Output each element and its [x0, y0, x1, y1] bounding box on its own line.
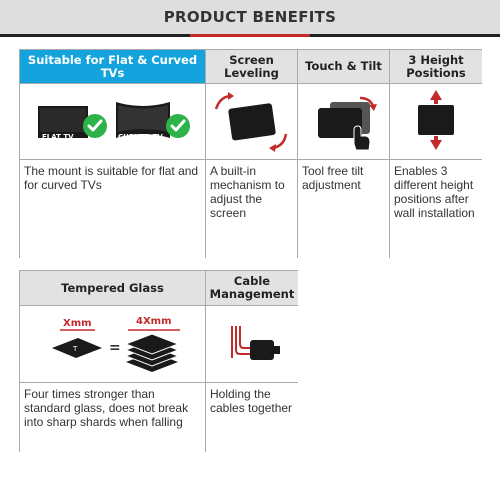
desc-cable-management: Holding the cables together: [206, 383, 298, 452]
svg-text:4Xmm: 4Xmm: [136, 316, 172, 327]
check-icon: [83, 114, 107, 138]
touch-tilt-icon-cell: [298, 84, 389, 159]
svg-text:T: T: [72, 345, 78, 353]
banner-accent-bar: [190, 34, 310, 37]
tempered-glass-icon: Xmm T = 4Xmm: [52, 316, 180, 372]
svg-text:CURVED TV: CURVED TV: [118, 133, 163, 141]
flat-curved-icon-cell: FLAT TV CURVED TV: [20, 84, 205, 159]
desc-tempered-glass: Four times stronger than standard glass,…: [20, 383, 205, 452]
touch-tilt-icon: [318, 96, 377, 151]
screen-leveling-icon-cell: [206, 84, 297, 159]
benefits-table-top: Suitable for Flat & Curved TVs Screen Le…: [19, 49, 482, 258]
header-tempered-glass: Tempered Glass: [20, 271, 205, 305]
page-title: PRODUCT BENEFITS: [163, 8, 337, 26]
desc-height-positions: Enables 3 different height positions aft…: [390, 160, 482, 258]
cable-management-icon-cell: [206, 306, 298, 382]
header-height-positions: 3 Height Positions: [390, 50, 482, 83]
desc-flat-curved: The mount is suitable for flat and for c…: [20, 160, 205, 258]
screen-leveling-icon: [214, 92, 288, 152]
benefits-banner: [0, 0, 500, 34]
curved-tv-icon: CURVED TV: [116, 102, 170, 141]
height-positions-icon: [418, 90, 454, 150]
header-flat-curved: Suitable for Flat & Curved TVs: [20, 50, 205, 83]
svg-text:Xmm: Xmm: [63, 318, 92, 329]
svg-text:=: =: [109, 340, 121, 356]
header-cable-management: Cable Management: [206, 271, 298, 305]
header-touch-tilt: Touch & Tilt: [298, 50, 389, 83]
svg-text:FLAT TV: FLAT TV: [42, 133, 74, 141]
header-screen-leveling: Screen Leveling: [206, 50, 297, 83]
tempered-glass-icon-cell: Xmm T = 4Xmm: [20, 306, 205, 382]
benefits-table-bottom: Tempered Glass Cable Management Xmm T = …: [19, 270, 298, 452]
height-positions-icon-cell: [390, 84, 482, 159]
desc-screen-leveling: A built-in mechanism to adjust the scree…: [206, 160, 297, 258]
flat-tv-icon: FLAT TV: [38, 106, 88, 141]
desc-touch-tilt: Tool free tilt adjustment: [298, 160, 389, 258]
cable-management-icon: [231, 326, 280, 360]
check-icon: [166, 114, 190, 138]
